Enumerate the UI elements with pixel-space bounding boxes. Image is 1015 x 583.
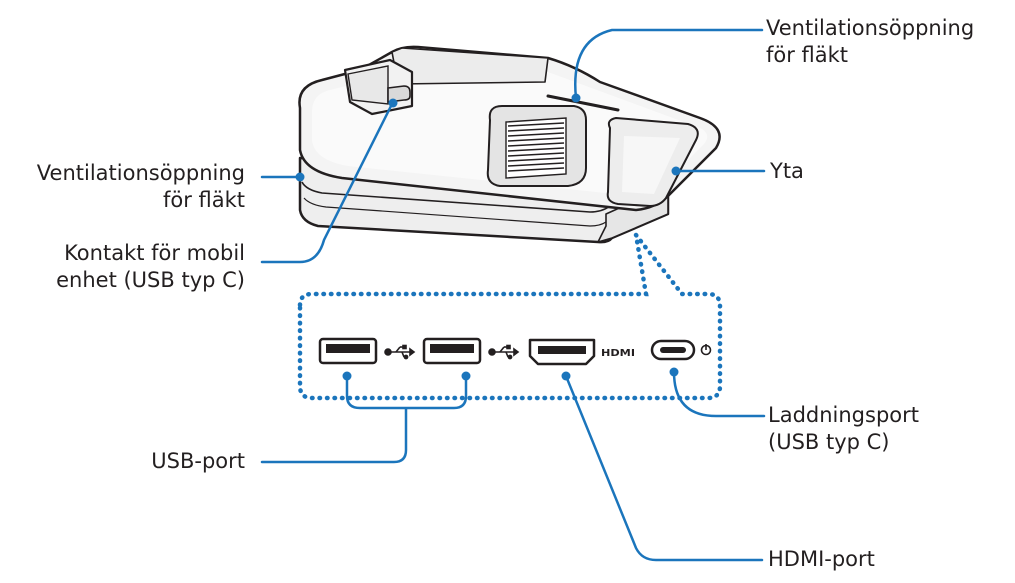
leader-dot [295,172,305,182]
label-hdmi-port: HDMI-port [768,546,875,573]
dock-side-line [301,181,665,213]
leader-charging-port [672,370,766,418]
leader-fan-vent-top [574,28,764,100]
right-surface-pad-inner [622,136,680,194]
charging-port-usb-c [650,339,696,361]
mobile-connector-block [343,58,414,116]
usb-port-2 [422,337,482,365]
port-callout-outline [297,232,723,401]
leader-hdmi-port [564,374,764,562]
label-surface: Yta [770,158,804,185]
label-line: Yta [770,159,804,183]
label-line: Laddningsport [768,403,919,427]
ports-row: HDMI [318,337,712,366]
leader-dot [571,93,581,103]
label-line: HDMI-port [768,547,875,571]
label-fan-vent-top: Ventilationsöppning för fläkt [766,15,974,69]
usb-symbol-icon [384,344,416,360]
power-symbol-icon [700,344,712,356]
leader-dot [342,371,352,381]
label-mobile-connector: Kontakt för mobil enhet (USB typ C) [56,240,245,294]
leader-dot [669,367,679,377]
label-line: för fläkt [766,43,849,67]
label-charging-port: Laddningsport (USB typ C) [768,402,919,456]
center-vent-grille [486,105,587,187]
hdmi-port [528,338,596,366]
hdmi-logo-text: HDMI [601,348,635,359]
connector-riser [391,47,549,85]
label-line: för fläkt [162,188,245,212]
usb-symbol-icon [488,344,520,360]
leader-usb-port [260,374,468,464]
dock-device [298,45,721,244]
leader-lines [260,28,766,562]
label-line: USB-port [151,449,245,473]
label-line: enhet (USB typ C) [56,268,245,292]
label-line: (USB typ C) [768,430,890,454]
leader-dot [388,98,398,108]
top-vent-groove [546,94,620,112]
label-line: Ventilationsöppning [36,161,245,185]
usb-port-1 [318,337,378,365]
label-fan-vent-left: Ventilationsöppning för fläkt [37,160,245,214]
label-line: Ventilationsöppning [766,16,975,40]
leader-dot [671,166,681,176]
leader-dot [561,371,571,381]
dock-side-line-2 [303,197,607,227]
label-line: Kontakt för mobil [64,241,245,265]
label-usb-port: USB-port [151,448,245,475]
leader-mobile-connector [260,102,394,264]
leader-dot [461,371,471,381]
